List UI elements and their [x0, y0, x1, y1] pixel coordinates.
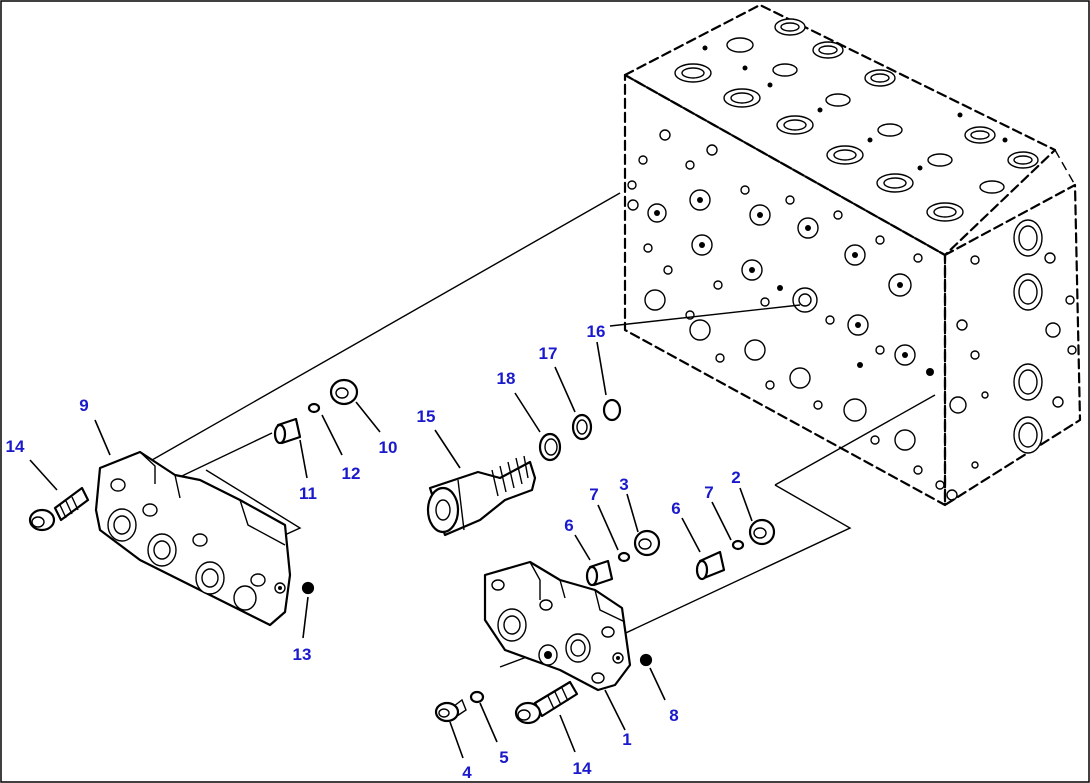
bolt-14-right	[514, 680, 579, 725]
left-cover-9	[94, 450, 292, 627]
callout-6-right: 6	[671, 499, 680, 518]
o-ring-12	[307, 402, 321, 414]
callout-9: 9	[79, 396, 88, 415]
o-ring-7-right	[731, 539, 745, 551]
callout-2: 2	[731, 468, 740, 487]
valve-cartridge-15	[426, 455, 537, 537]
right-cover-1	[483, 560, 632, 692]
ring-18	[538, 432, 562, 462]
callout-18: 18	[497, 369, 516, 388]
callout-14-left: 14	[6, 437, 25, 456]
callout-12: 12	[342, 464, 361, 483]
top-face-ports	[674, 18, 1039, 222]
callout-6-left: 6	[564, 516, 573, 535]
sleeve-6-right	[695, 550, 726, 581]
ring-17	[571, 413, 593, 441]
plug-4	[434, 698, 467, 723]
callout-8: 8	[669, 706, 678, 725]
callout-15: 15	[417, 407, 436, 426]
valve-body-right-face	[943, 183, 1082, 507]
leader-lines	[29, 341, 753, 759]
plug-10	[329, 378, 359, 406]
plug-2	[748, 518, 776, 546]
callout-10: 10	[379, 438, 398, 457]
plug-13	[301, 581, 315, 595]
valve-body-front-face	[623, 73, 947, 507]
callout-7-left: 7	[589, 485, 598, 504]
o-ring-7-left	[617, 551, 631, 563]
plug-8	[639, 653, 653, 667]
callout-3: 3	[619, 475, 628, 494]
callout-labels: 9 14 11 12 10 13 15 18 17 16 7 6 3 6 7 2…	[6, 322, 741, 782]
control-valve-body	[623, 3, 1082, 507]
front-face-holes	[627, 129, 945, 490]
callout-4: 4	[462, 763, 472, 782]
callout-5: 5	[499, 748, 508, 767]
bolt-14-left	[28, 486, 90, 532]
right-face-ports	[946, 219, 1077, 501]
callout-17: 17	[539, 344, 558, 363]
callout-7-right: 7	[704, 483, 713, 502]
sleeve-6-left	[585, 559, 614, 587]
plug-3	[633, 529, 661, 557]
callout-1: 1	[622, 730, 631, 749]
callout-13: 13	[293, 645, 312, 664]
o-ring-5	[469, 690, 485, 704]
callout-14-right: 14	[573, 759, 592, 778]
o-ring-16	[602, 398, 622, 422]
callout-11: 11	[299, 484, 317, 503]
callout-16: 16	[587, 322, 606, 341]
sleeve-11	[273, 417, 302, 445]
